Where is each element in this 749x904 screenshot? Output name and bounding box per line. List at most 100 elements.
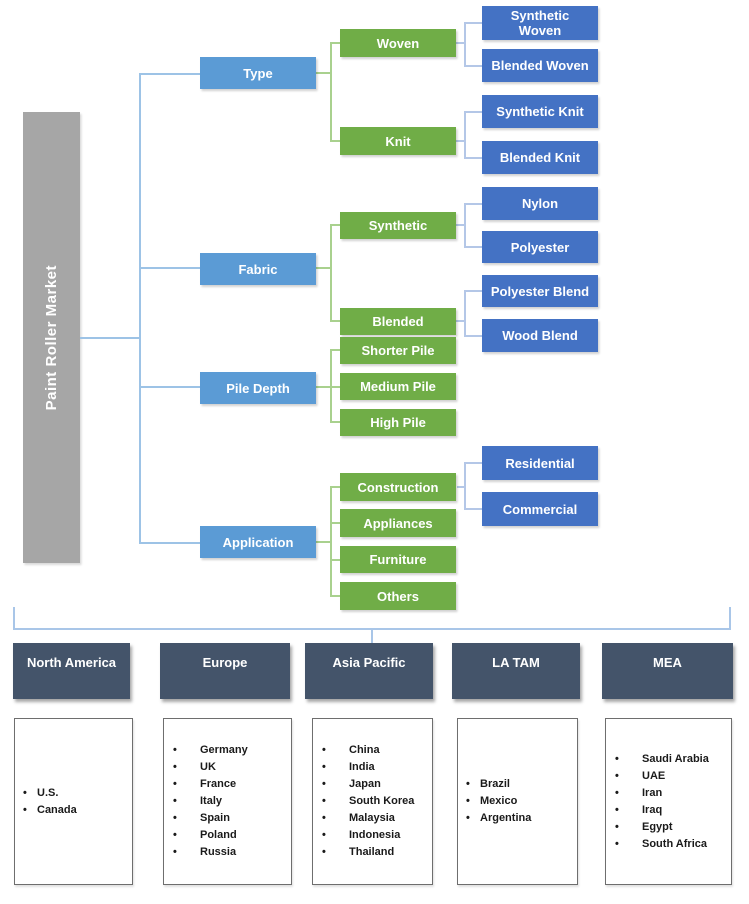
node-commercial: Commercial	[482, 492, 598, 526]
connector-blended-bracket	[464, 290, 466, 337]
connector-regions-bracket-right-tick	[729, 607, 731, 628]
list-item: Italy	[173, 793, 291, 810]
connector-to-commercial	[466, 508, 482, 510]
region-header-north-america: North America	[13, 643, 130, 699]
connector-to-woven	[332, 42, 340, 44]
connector-to-appliances	[332, 522, 340, 524]
node-knit: Knit	[340, 127, 456, 155]
list-item: France	[173, 776, 291, 793]
list-item: South Africa	[615, 836, 731, 853]
connector-to-polyester-blend	[466, 290, 482, 292]
list-item: Brazil	[466, 776, 577, 793]
node-nylon: Nylon	[482, 187, 598, 220]
region-list-latam: Brazil Mexico Argentina	[457, 718, 578, 885]
list-item: Russia	[173, 844, 291, 861]
region-list-europe: Germany UK France Italy Spain Poland Rus…	[163, 718, 292, 885]
node-polyester: Polyester	[482, 231, 598, 263]
region-header-latam: LA TAM	[452, 643, 580, 699]
node-fabric: Fabric	[200, 253, 316, 285]
list-item: Indonesia	[322, 827, 432, 844]
connector-to-furniture	[332, 559, 340, 561]
list-item: India	[322, 759, 432, 776]
node-medium-pile: Medium Pile	[340, 373, 456, 400]
connector-pile-bracket	[330, 349, 332, 423]
list-item: Japan	[322, 776, 432, 793]
node-others: Others	[340, 582, 456, 610]
node-pile-depth: Pile Depth	[200, 372, 316, 404]
list-item: Poland	[173, 827, 291, 844]
connector-to-nylon	[466, 203, 482, 205]
node-polyester-blend: Polyester Blend	[482, 275, 598, 307]
connector-to-medium-pile	[332, 386, 340, 388]
connector-application-feeder	[316, 541, 332, 543]
connector-to-construction	[332, 486, 340, 488]
connector-to-blended	[332, 320, 340, 322]
connector-to-blended-knit	[466, 157, 482, 159]
connector-woven-bracket	[464, 22, 466, 67]
list-item: Saudi Arabia	[615, 751, 731, 768]
connector-blended-feeder	[456, 320, 466, 322]
list-item: Germany	[173, 742, 291, 759]
connector-construction-feeder	[457, 486, 466, 488]
node-wood-blend: Wood Blend	[482, 319, 598, 352]
node-appliances: Appliances	[340, 509, 456, 537]
connector-trunk-to-type	[139, 73, 200, 75]
list-item: Argentina	[466, 810, 577, 827]
connector-to-others	[332, 595, 340, 597]
connector-to-wood-blend	[466, 335, 482, 337]
list-item: Iraq	[615, 802, 731, 819]
list-item: UK	[173, 759, 291, 776]
node-synthetic-knit: Synthetic Knit	[482, 95, 598, 128]
connector-construction-bracket	[464, 462, 466, 510]
node-high-pile: High Pile	[340, 409, 456, 436]
list-item: UAE	[615, 768, 731, 785]
list-item: Iran	[615, 785, 731, 802]
list-item: Malaysia	[322, 810, 432, 827]
list-item: Thailand	[322, 844, 432, 861]
connector-knit-bracket	[464, 111, 466, 159]
list-item: China	[322, 742, 432, 759]
connector-type-bracket	[330, 42, 332, 142]
region-header-mea: MEA	[602, 643, 733, 699]
connector-type-feeder	[316, 72, 332, 74]
region-list-asia-pacific: China India Japan South Korea Malaysia I…	[312, 718, 433, 885]
list-item: Canada	[23, 802, 132, 819]
connector-trunk-to-fabric	[139, 267, 200, 269]
node-type: Type	[200, 57, 316, 89]
list-item: South Korea	[322, 793, 432, 810]
connector-to-high-pile	[332, 421, 340, 423]
region-list-north-america: U.S. Canada	[14, 718, 133, 885]
connector-to-residential	[466, 462, 482, 464]
connector-regions-bracket-horizontal	[13, 628, 731, 630]
connector-to-polyester	[466, 246, 482, 248]
connector-trunk-vertical	[139, 73, 141, 544]
node-blended-knit: Blended Knit	[482, 141, 598, 174]
connector-to-synthetic	[332, 224, 340, 226]
node-furniture: Furniture	[340, 546, 456, 573]
connector-synthetic-feeder	[456, 224, 466, 226]
connector-to-synthetic-woven	[466, 22, 482, 24]
connector-synthetic-bracket	[464, 203, 466, 248]
node-residential: Residential	[482, 446, 598, 480]
node-woven: Woven	[340, 29, 456, 57]
list-item: Egypt	[615, 819, 731, 836]
region-header-europe: Europe	[160, 643, 290, 699]
connector-knit-feeder	[456, 140, 466, 142]
connector-application-bracket	[330, 486, 332, 597]
connector-trunk-to-pile-depth	[139, 386, 200, 388]
connector-fabric-bracket	[330, 224, 332, 322]
connector-to-knit	[332, 140, 340, 142]
node-construction: Construction	[340, 473, 456, 501]
node-application: Application	[200, 526, 316, 558]
connector-regions-bracket-left-tick	[13, 607, 15, 628]
connector-regions-bracket-stem	[371, 630, 373, 643]
list-item: Spain	[173, 810, 291, 827]
connector-to-blended-woven	[466, 65, 482, 67]
connector-fabric-feeder	[316, 267, 332, 269]
connector-pile-feeder	[316, 386, 332, 388]
region-list-mea: Saudi Arabia UAE Iran Iraq Egypt South A…	[605, 718, 732, 885]
node-synthetic-woven: Synthetic Woven	[482, 6, 598, 40]
connector-to-synthetic-knit	[466, 111, 482, 113]
node-blended-woven: Blended Woven	[482, 49, 598, 82]
